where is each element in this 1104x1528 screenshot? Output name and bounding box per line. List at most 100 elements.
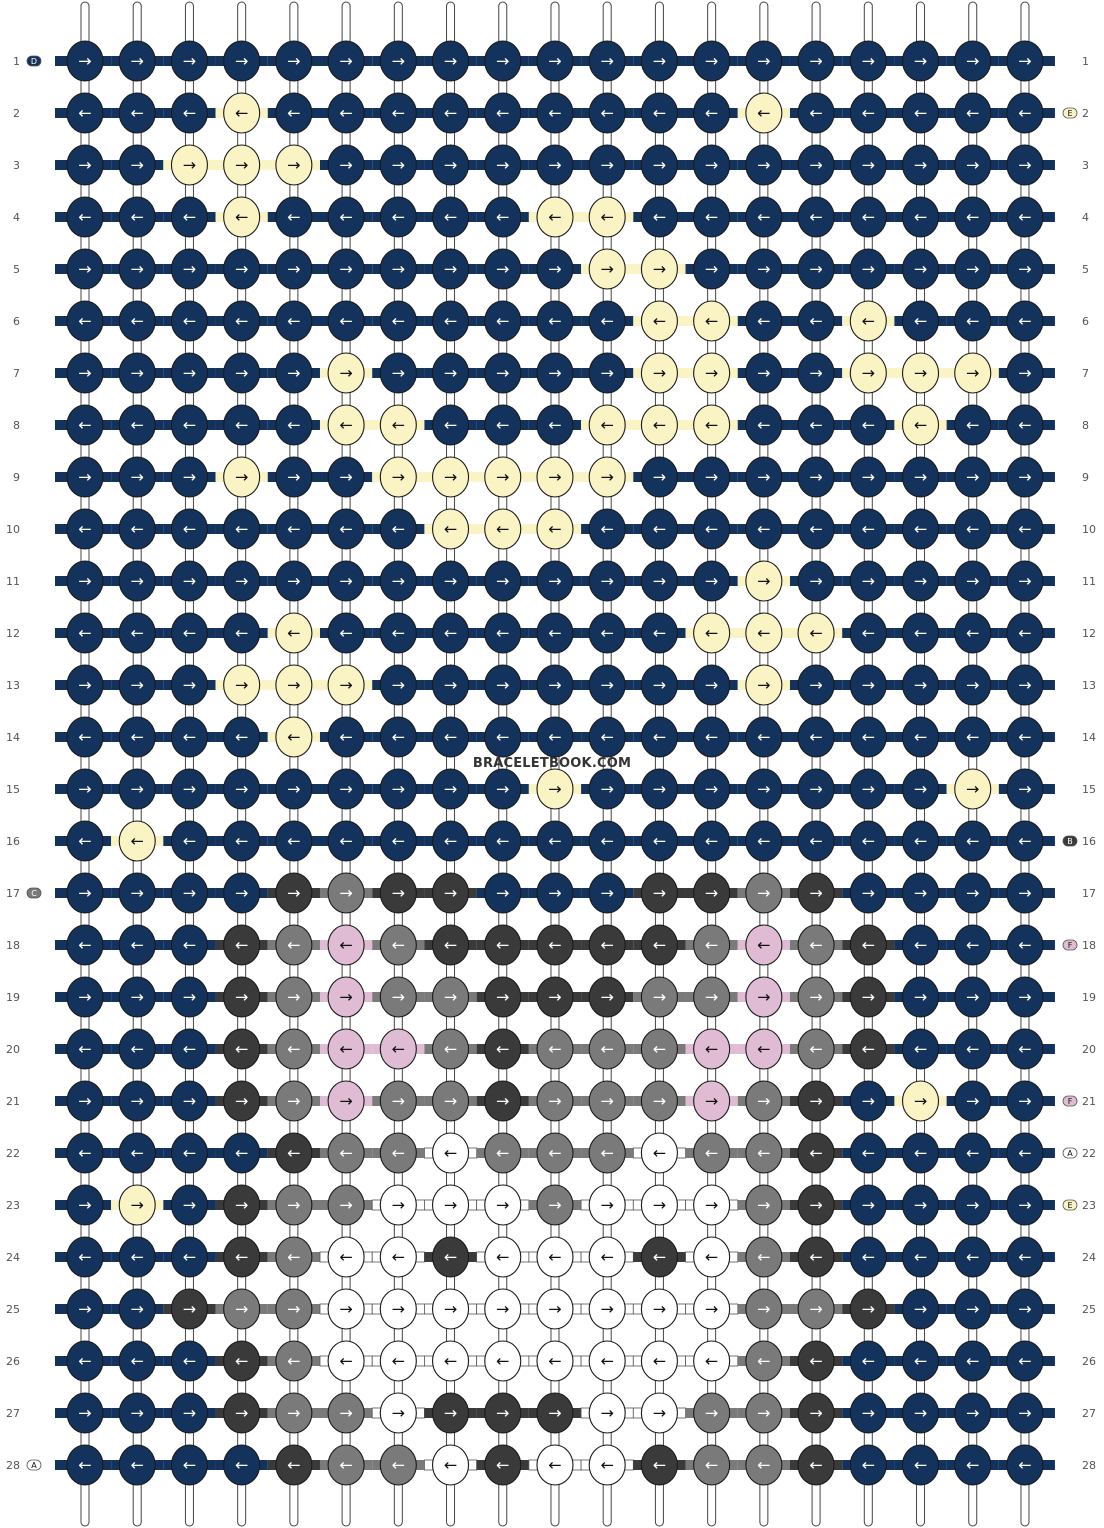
knot[interactable]: ← xyxy=(901,1444,940,1486)
knot[interactable]: ← xyxy=(484,508,522,550)
knot[interactable]: → xyxy=(536,560,574,602)
knot[interactable]: → xyxy=(745,560,783,602)
knot[interactable]: ← xyxy=(327,404,365,446)
knot[interactable]: → xyxy=(431,664,470,706)
knot[interactable]: → xyxy=(745,1392,783,1434)
knot[interactable]: → xyxy=(849,1392,887,1434)
knot[interactable]: ← xyxy=(849,1340,887,1382)
knot[interactable]: ← xyxy=(484,1028,522,1070)
knot[interactable]: → xyxy=(327,872,365,914)
knot[interactable]: → xyxy=(327,1080,365,1122)
knot[interactable]: ← xyxy=(431,1028,470,1070)
knot[interactable]: ← xyxy=(640,1340,678,1382)
knot[interactable]: ← xyxy=(849,716,887,758)
knot[interactable]: → xyxy=(170,40,208,82)
knot[interactable]: ← xyxy=(275,92,313,134)
knot[interactable]: → xyxy=(275,872,313,914)
knot[interactable]: ← xyxy=(745,1236,783,1278)
knot[interactable]: ← xyxy=(484,612,522,654)
knot[interactable]: ← xyxy=(431,716,470,758)
knot[interactable]: → xyxy=(275,1080,313,1122)
knot[interactable]: ← xyxy=(431,508,470,550)
knot[interactable]: ← xyxy=(275,924,313,966)
knot[interactable]: ← xyxy=(379,612,417,654)
knot[interactable]: → xyxy=(588,560,626,602)
knot[interactable]: ← xyxy=(1006,612,1044,654)
knot[interactable]: → xyxy=(797,456,835,498)
knot[interactable]: → xyxy=(379,976,417,1018)
knot[interactable]: ← xyxy=(640,1028,678,1070)
knot[interactable]: → xyxy=(640,768,678,810)
knot[interactable]: → xyxy=(954,456,992,498)
knot[interactable]: ← xyxy=(379,820,417,862)
knot[interactable]: → xyxy=(170,1184,208,1226)
knot[interactable]: ← xyxy=(431,924,470,966)
knot[interactable]: → xyxy=(431,1080,470,1122)
knot[interactable]: ← xyxy=(1006,196,1044,238)
knot[interactable]: → xyxy=(954,560,992,602)
knot[interactable]: → xyxy=(66,768,104,810)
knot[interactable]: ← xyxy=(327,820,365,862)
knot[interactable]: → xyxy=(327,40,365,82)
knot[interactable]: ← xyxy=(901,612,940,654)
knot[interactable]: → xyxy=(536,872,574,914)
knot[interactable]: → xyxy=(849,248,887,290)
knot[interactable]: → xyxy=(1006,872,1044,914)
knot[interactable]: → xyxy=(954,1392,992,1434)
knot[interactable]: → xyxy=(640,1184,678,1226)
knot[interactable]: ← xyxy=(901,820,940,862)
knot[interactable]: → xyxy=(327,560,365,602)
knot[interactable]: ← xyxy=(170,820,208,862)
knot[interactable]: ← xyxy=(118,1444,156,1486)
knot[interactable]: ← xyxy=(588,612,626,654)
knot[interactable]: → xyxy=(484,352,522,394)
knot[interactable]: → xyxy=(223,248,261,290)
knot[interactable]: ← xyxy=(66,196,104,238)
knot[interactable]: → xyxy=(797,976,835,1018)
knot[interactable]: → xyxy=(1006,976,1044,1018)
knot[interactable]: ← xyxy=(693,196,731,238)
knot[interactable]: → xyxy=(118,1184,156,1226)
knot[interactable]: → xyxy=(223,1080,261,1122)
knot[interactable]: → xyxy=(849,1184,887,1226)
knot[interactable]: ← xyxy=(118,508,156,550)
knot[interactable]: ← xyxy=(1006,1132,1044,1174)
knot[interactable]: ← xyxy=(1006,1028,1044,1070)
knot[interactable]: → xyxy=(170,352,208,394)
knot[interactable]: → xyxy=(797,1184,835,1226)
knot[interactable]: → xyxy=(954,1184,992,1226)
knot[interactable]: → xyxy=(954,248,992,290)
knot[interactable]: → xyxy=(275,352,313,394)
knot[interactable]: ← xyxy=(849,612,887,654)
knot[interactable]: → xyxy=(275,1184,313,1226)
knot[interactable]: → xyxy=(275,40,313,82)
knot[interactable]: ← xyxy=(118,404,156,446)
knot[interactable]: ← xyxy=(849,1028,887,1070)
knot[interactable]: → xyxy=(275,664,313,706)
knot[interactable]: ← xyxy=(275,1340,313,1382)
knot[interactable]: → xyxy=(1006,560,1044,602)
knot[interactable]: ← xyxy=(484,404,522,446)
knot[interactable]: ← xyxy=(536,612,574,654)
knot[interactable]: ← xyxy=(170,1236,208,1278)
knot[interactable]: ← xyxy=(901,924,940,966)
knot[interactable]: ← xyxy=(379,1236,417,1278)
knot[interactable]: ← xyxy=(484,196,522,238)
knot[interactable]: → xyxy=(588,1080,626,1122)
knot[interactable]: ← xyxy=(170,1340,208,1382)
knot[interactable]: ← xyxy=(327,196,365,238)
knot[interactable]: → xyxy=(640,664,678,706)
knot[interactable]: ← xyxy=(640,716,678,758)
knot[interactable]: → xyxy=(536,144,574,186)
knot[interactable]: ← xyxy=(327,1236,365,1278)
knot[interactable]: ← xyxy=(640,1236,678,1278)
knot[interactable]: ← xyxy=(693,924,731,966)
knot[interactable]: → xyxy=(484,872,522,914)
knot[interactable]: → xyxy=(640,1392,678,1434)
knot[interactable]: ← xyxy=(327,1132,365,1174)
knot[interactable]: ← xyxy=(849,1132,887,1174)
knot[interactable]: → xyxy=(379,40,417,82)
knot[interactable]: → xyxy=(693,456,731,498)
knot[interactable]: → xyxy=(379,768,417,810)
knot[interactable]: ← xyxy=(431,1236,470,1278)
